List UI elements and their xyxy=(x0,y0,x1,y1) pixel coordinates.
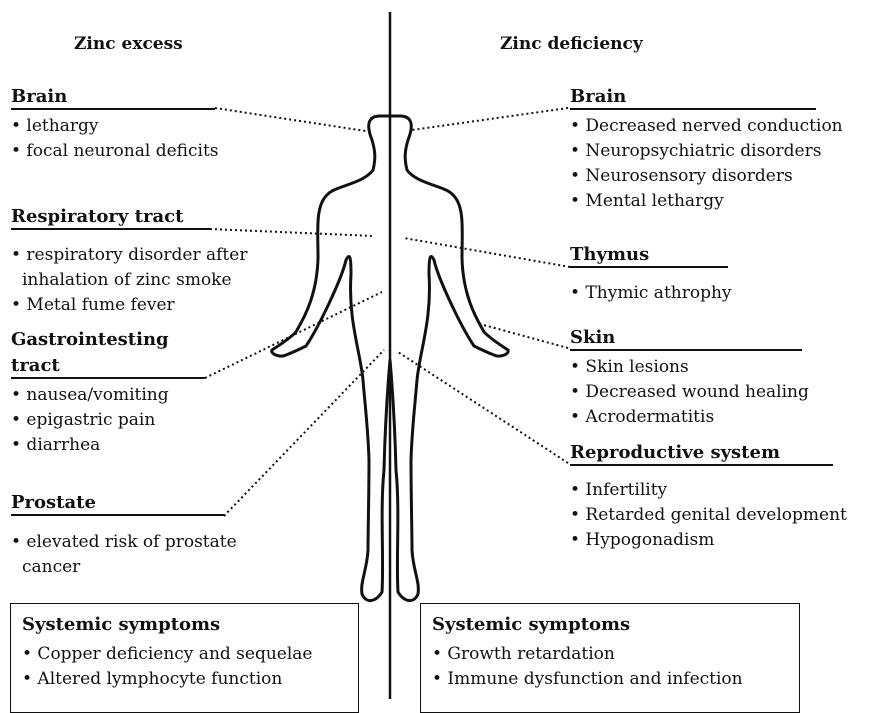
systemic-excess-item: • Altered lymphocyte function xyxy=(22,667,282,692)
skin-item: • Skin lesions xyxy=(570,355,689,380)
connector-prostate xyxy=(224,350,384,516)
prostate-item: • elevated risk of prostate xyxy=(11,530,237,555)
reproductive-item: • Retarded genital development xyxy=(570,503,847,528)
left-brain-item: • focal neuronal deficits xyxy=(11,139,219,164)
reproductive-heading: Reproductive system xyxy=(570,442,833,466)
skin-item: • Decreased wound healing xyxy=(570,380,809,405)
connector-brain-left xyxy=(215,108,372,132)
respiratory-heading: Respiratory tract xyxy=(11,206,210,230)
zinc-deficiency-title: Zinc deficiency xyxy=(500,34,643,54)
gastro-item: • nausea/vomiting xyxy=(11,383,169,408)
systemic-deficiency-item: • Immune dysfunction and infection xyxy=(432,667,743,692)
thymus-item: • Thymic athrophy xyxy=(570,281,732,306)
prostate-heading: Prostate xyxy=(11,492,224,516)
systemic-excess-item: • Copper deficiency and sequelae xyxy=(22,642,313,667)
respiratory-item: inhalation of zinc smoke xyxy=(22,268,232,293)
connector-lines xyxy=(205,108,570,516)
systemic-deficiency-title: Systemic symptoms xyxy=(432,614,630,635)
left-brain-item: • lethargy xyxy=(11,114,98,139)
reproductive-item: • Hypogonadism xyxy=(570,528,714,553)
connector-brain-right xyxy=(412,108,568,130)
right-brain-item: • Neurosensory disorders xyxy=(570,164,793,189)
right-brain-item: • Decreased nerved conduction xyxy=(570,114,843,139)
systemic-deficiency-box: Systemic symptoms • Growth retardation •… xyxy=(420,603,800,713)
gastro-item: • diarrhea xyxy=(11,433,100,458)
right-brain-heading: Brain xyxy=(570,86,816,110)
right-brain-item: • Mental lethargy xyxy=(570,189,724,214)
zinc-excess-title: Zinc excess xyxy=(74,34,183,54)
respiratory-item: • respiratory disorder after xyxy=(11,243,247,268)
skin-heading: Skin xyxy=(570,327,802,351)
gastro-heading-line2: tract xyxy=(11,355,205,379)
connector-reproductive xyxy=(398,352,568,463)
systemic-excess-box: Systemic symptoms • Copper deficiency an… xyxy=(10,603,359,713)
systemic-excess-title: Systemic symptoms xyxy=(22,614,220,635)
gastro-heading-line1: Gastrointesting xyxy=(11,329,169,351)
skin-item: • Acrodermatitis xyxy=(570,405,714,430)
left-brain-heading: Brain xyxy=(11,86,215,110)
reproductive-item: • Infertility xyxy=(570,478,667,503)
respiratory-item: • Metal fume fever xyxy=(11,293,175,318)
connector-skin xyxy=(480,324,568,348)
gastro-item: • epigastric pain xyxy=(11,408,155,433)
connector-respiratory xyxy=(210,229,374,236)
systemic-deficiency-item: • Growth retardation xyxy=(432,642,615,667)
thymus-heading: Thymus xyxy=(570,244,728,268)
right-brain-item: • Neuropsychiatric disorders xyxy=(570,139,821,164)
prostate-item: cancer xyxy=(22,555,80,580)
